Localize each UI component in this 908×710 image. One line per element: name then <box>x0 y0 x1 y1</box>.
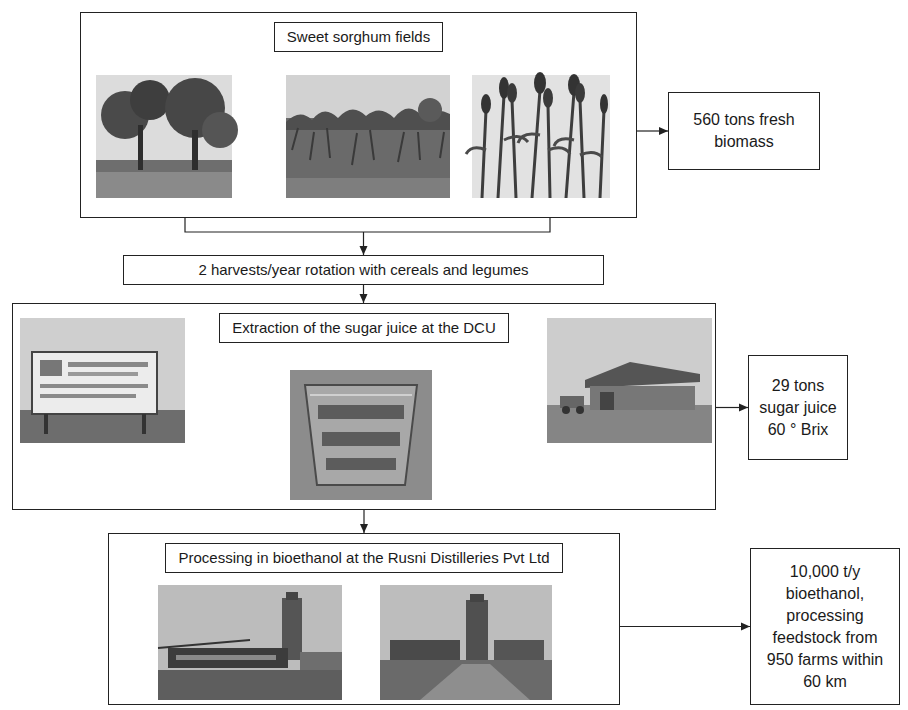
flow-arrow <box>363 510 364 533</box>
flow-arrow <box>185 218 550 255</box>
field-photo <box>96 75 238 198</box>
box-label: 2 harvests/year rotation with cereals an… <box>198 261 528 279</box>
panel-title: Processing in bioethanol at the Rusni Di… <box>165 543 562 573</box>
flow-arrow <box>716 407 748 408</box>
distillery-gate-photo <box>158 585 342 700</box>
distillery-yard-photo <box>380 585 552 700</box>
box-label: 29 tons sugar juice 60 ° Brix <box>755 375 841 441</box>
box-label: 560 tons fresh biomass <box>675 109 813 153</box>
flow-arrow <box>363 285 364 303</box>
signboard-photo <box>20 318 185 443</box>
photo-panel: Processing in bioethanol at the Rusni Di… <box>108 533 620 705</box>
box-label: 10,000 t/y bioethanol, processing feedst… <box>757 561 893 693</box>
flow-arrow <box>637 130 668 131</box>
shed-photo <box>547 318 712 443</box>
stalks-photo <box>466 72 610 198</box>
output-box: 29 tons sugar juice 60 ° Brix <box>748 355 848 460</box>
crusher-photo <box>290 370 432 500</box>
output-box: 560 tons fresh biomass <box>668 92 820 170</box>
sorghum-photo <box>286 75 450 198</box>
photo-panel: Extraction of the sugar juice at the DCU <box>12 303 716 510</box>
output-box: 10,000 t/y bioethanol, processing feedst… <box>750 548 900 705</box>
panel-title: Extraction of the sugar juice at the DCU <box>219 313 508 343</box>
process-band: 2 harvests/year rotation with cereals an… <box>123 255 604 285</box>
panel-title: Sweet sorghum fields <box>274 22 443 52</box>
photo-panel: Sweet sorghum fields <box>80 12 637 218</box>
flow-arrow <box>620 626 750 627</box>
